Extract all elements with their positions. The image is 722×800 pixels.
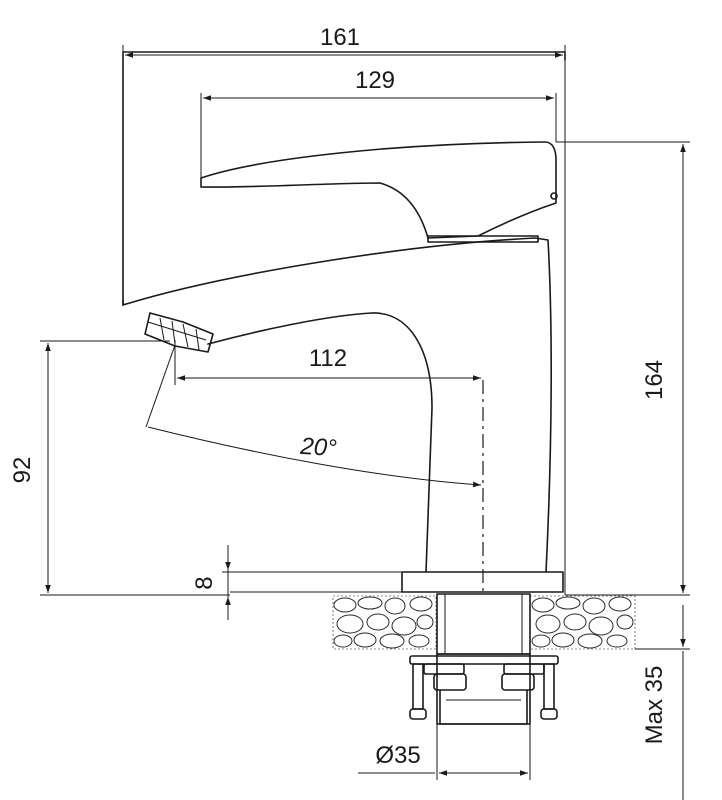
label-spout-reach: 112	[309, 345, 347, 372]
dim-base-height: 8	[191, 545, 402, 620]
label-spout-height: 92	[9, 457, 36, 484]
mounting-shank	[436, 593, 531, 725]
dim-total-height: 164	[556, 141, 690, 596]
faucet-body	[122, 51, 566, 573]
mounting-plate	[409, 655, 559, 691]
countertop-left	[332, 595, 437, 650]
dim-handle-length: 129	[200, 67, 557, 178]
aerator	[144, 312, 214, 353]
countertop-right	[529, 595, 636, 650]
label-total-height: 164	[641, 360, 668, 400]
label-thread-diameter: Ø35	[375, 742, 420, 769]
handle-lever	[200, 141, 558, 243]
base-flange	[230, 571, 564, 593]
dim-spout-height: 92	[9, 340, 230, 596]
dim-max-counter: Max 35	[635, 605, 690, 800]
mounting-bolts	[409, 663, 558, 720]
label-max-counter: Max 35	[641, 666, 668, 745]
dim-thread-diameter: Ø35	[358, 724, 531, 780]
dim-tilt-angle: 20°	[145, 344, 482, 488]
label-handle-length: 129	[355, 67, 395, 94]
label-tilt-angle: 20°	[298, 433, 337, 463]
dim-overall-width: 161	[122, 24, 566, 595]
label-overall-width: 161	[320, 24, 360, 51]
label-base-height: 8	[191, 576, 218, 589]
dim-spout-reach: 112	[174, 340, 481, 385]
